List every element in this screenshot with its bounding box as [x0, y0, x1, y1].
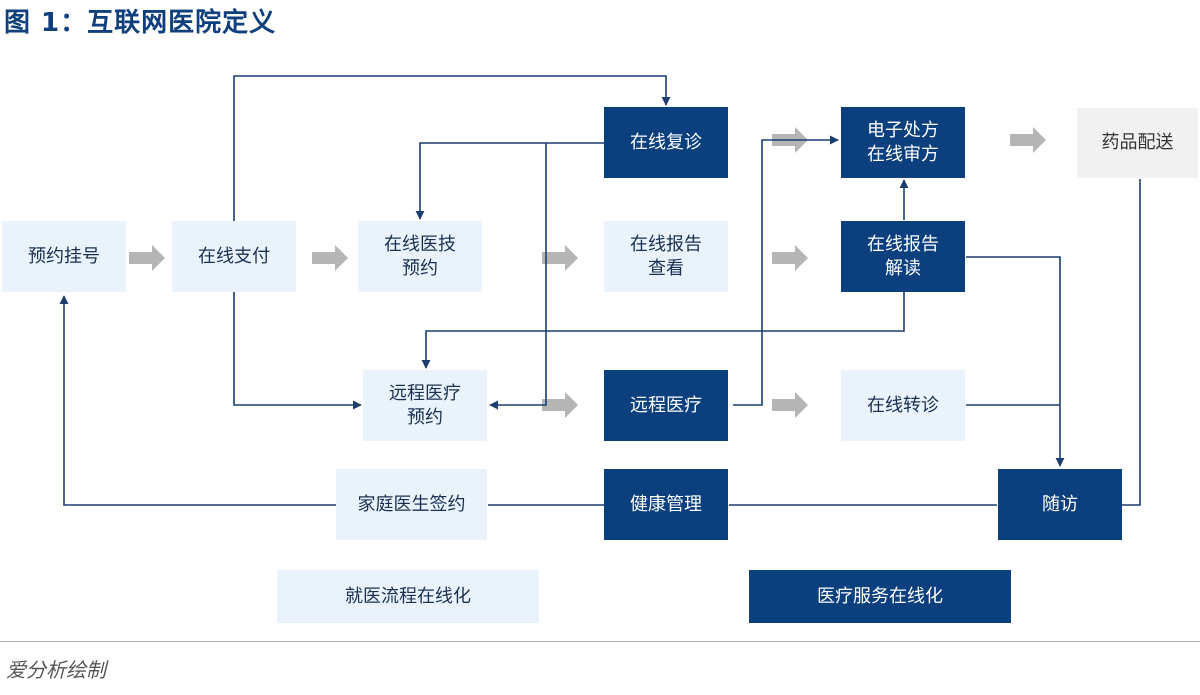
node-remote-care-label: 远程医疗 — [630, 394, 702, 416]
node-follow-up: 随访 — [998, 469, 1122, 540]
node-remote-care: 远程医疗 — [604, 370, 728, 441]
node-referral: 在线转诊 — [841, 370, 965, 441]
node-tech-booking: 在线医技 预约 — [358, 221, 482, 292]
flow-arrow-remote-care-to-referral — [772, 392, 808, 418]
legend-service-online: 医疗服务在线化 — [749, 570, 1011, 623]
figure-title: 图 1：互联网医院定义 — [4, 8, 277, 38]
flow-arrow-booking-to-payment — [129, 245, 165, 271]
node-booking: 预约挂号 — [2, 221, 126, 292]
node-prescription: 电子处方 在线审方 — [841, 107, 965, 178]
connector-revisit-to-tech-booking — [415, 142, 604, 220]
connector-reading-to-follow-up — [966, 256, 1065, 467]
node-health-mgmt-label: 健康管理 — [630, 493, 702, 515]
node-revisit-label: 在线复诊 — [630, 131, 702, 153]
flow-arrow-report-to-reading — [772, 245, 808, 271]
source-credit: 爱分析绘制 — [6, 658, 106, 682]
node-delivery-label: 药品配送 — [1101, 132, 1174, 153]
node-remote-booking-label: 远程医疗 预约 — [389, 382, 461, 428]
flow-arrow-prescription-to-delivery — [1010, 127, 1046, 153]
legend-process-online-label: 就医流程在线化 — [345, 585, 471, 607]
node-report-read-label: 在线报告 解读 — [867, 233, 939, 279]
connector-payment-to-remote-booking — [233, 292, 362, 410]
node-family-doctor-label: 家庭医生签约 — [357, 493, 466, 515]
node-health-mgmt: 健康管理 — [604, 469, 728, 540]
footer-divider — [0, 641, 1200, 642]
connector-payment-to-revisit — [233, 75, 671, 221]
node-remote-booking: 远程医疗 预约 — [363, 370, 487, 441]
node-prescription-label: 电子处方 在线审方 — [867, 119, 939, 165]
legend-process-online: 就医流程在线化 — [277, 570, 539, 623]
node-report-read: 在线报告 解读 — [841, 221, 965, 292]
node-tech-booking-label: 在线医技 预约 — [384, 233, 456, 279]
connector-remote-care-to-prescription — [733, 135, 839, 406]
connector-revisit-to-remote-booking — [489, 143, 547, 410]
node-payment-label: 在线支付 — [198, 245, 270, 267]
flow-arrow-payment-to-tech — [312, 245, 348, 271]
flow-arrow-into-remote-care — [542, 392, 578, 418]
legend-service-online-label: 医疗服务在线化 — [817, 585, 943, 607]
node-follow-up-label: 随访 — [1042, 493, 1078, 515]
connector-report-reading-to-remote-booking — [421, 292, 905, 369]
connector-delivery-to-follow-up — [1122, 179, 1141, 506]
connector-family-to-booking — [59, 295, 336, 506]
node-revisit: 在线复诊 — [604, 107, 728, 178]
node-report-view-label: 在线报告 查看 — [630, 233, 702, 279]
node-payment: 在线支付 — [172, 221, 296, 292]
node-family-doctor: 家庭医生签约 — [336, 469, 487, 540]
node-report-view: 在线报告 查看 — [604, 221, 728, 292]
flow-arrow-tech-to-report — [542, 245, 578, 271]
node-delivery: 药品配送 — [1077, 108, 1198, 178]
node-referral-label: 在线转诊 — [867, 394, 939, 416]
node-booking-label: 预约挂号 — [28, 245, 100, 267]
